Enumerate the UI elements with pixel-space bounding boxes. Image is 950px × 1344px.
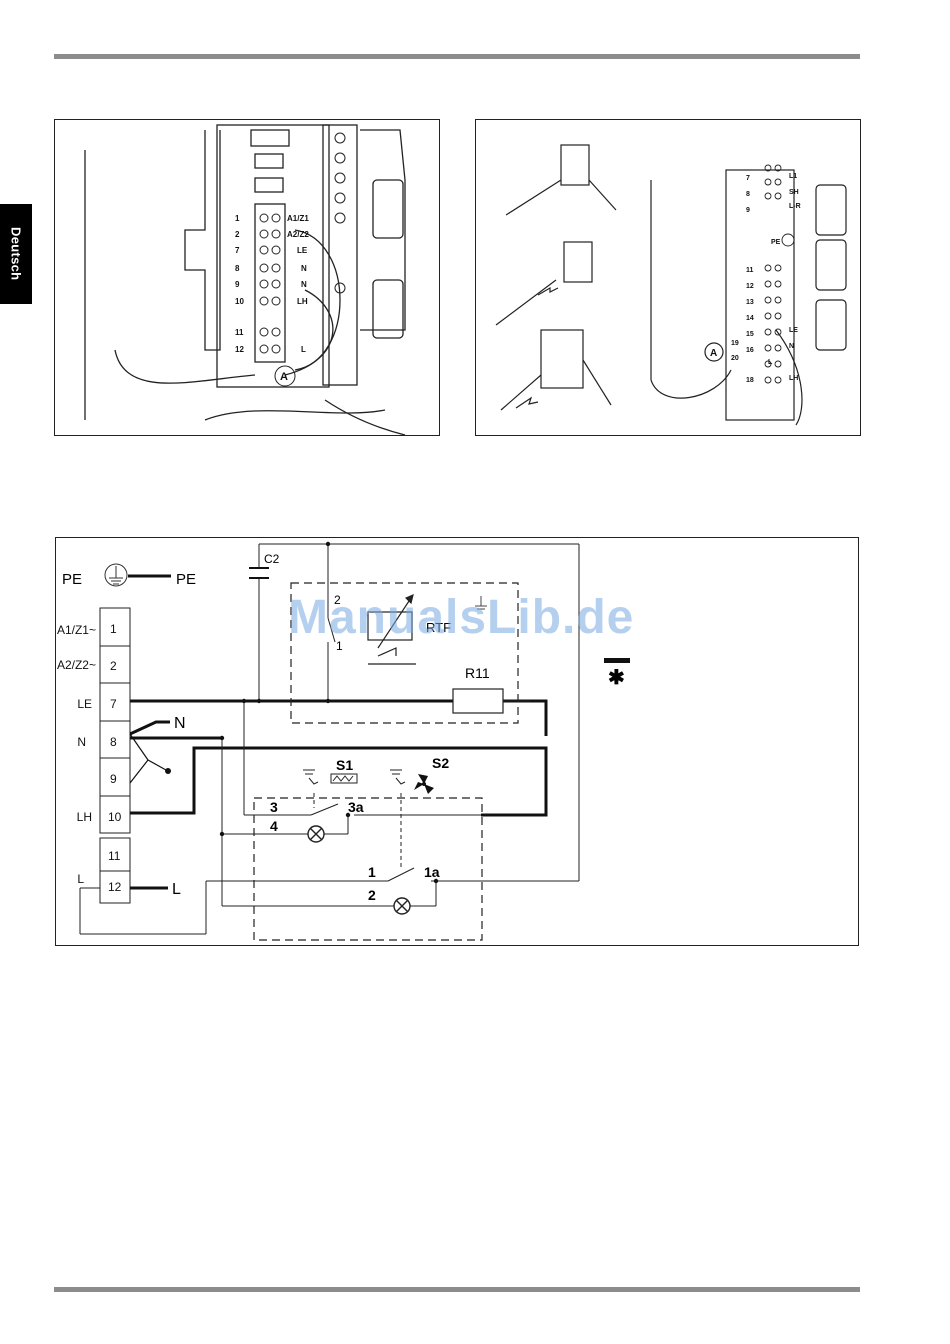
fig-right-row-20: 20 <box>731 355 739 362</box>
neutral-feed-label: N <box>174 715 186 732</box>
fig-right-row-12: 12 <box>746 283 754 290</box>
fig-right-label-sh: SH <box>789 189 799 196</box>
small-ground-icon <box>475 596 487 609</box>
fig-right-label-pe: PE <box>771 239 781 246</box>
switch-pin-2: 2 <box>368 887 376 903</box>
wiring-schematic: PE PE 1 2 7 8 9 10 11 12 <box>55 537 859 946</box>
fig-right-row-19: 19 <box>731 340 739 347</box>
terminal-label-l: L <box>77 872 84 886</box>
switch-s1-label: S1 <box>336 757 353 773</box>
thermostat-pin-1: 1 <box>336 639 343 653</box>
indicator-lamp-icon <box>394 898 410 914</box>
fig-right-label-lr: L-R <box>789 203 801 210</box>
terminal-12: 12 <box>108 880 122 894</box>
terminal-9: 9 <box>110 772 117 786</box>
language-tab[interactable]: Deutsch <box>0 204 32 304</box>
terminal-label-a1z1: A1/Z1~ <box>57 623 96 637</box>
fig-left-label-n2: N <box>301 280 307 289</box>
terminal-block-drawing: 1 2 7 8 9 10 11 12 A1/Z1 A2/Z2 LE N N LH… <box>55 120 439 435</box>
fig-left-label-a1: A1/Z1 <box>287 214 309 223</box>
fig-right-row-8: 8 <box>746 191 750 198</box>
resistor-r11 <box>453 689 503 713</box>
switch-pin-3a: 3a <box>348 799 364 815</box>
fig-right-callout: A <box>710 348 717 359</box>
fig-left-row-11: 11 <box>235 328 244 337</box>
terminal-label-lh: LH <box>77 810 92 824</box>
fan-icon <box>414 774 434 794</box>
fig-right-row-14: 14 <box>746 315 754 322</box>
connector-insertion-drawing: 7 8 9 11 12 13 14 15 16 18 19 20 L1 SH L… <box>476 120 860 435</box>
top-rule <box>54 54 860 59</box>
line-feed-label: L <box>172 881 181 898</box>
fig-left-row-2: 2 <box>235 230 240 239</box>
fig-right-label-l: L <box>768 359 773 366</box>
fig-right-row-9: 9 <box>746 207 750 214</box>
fig-left-row-7: 7 <box>235 246 240 255</box>
fan-switch-icon <box>390 770 405 784</box>
figure-terminal-block-left: 1 2 7 8 9 10 11 12 A1/Z1 A2/Z2 LE N N LH… <box>54 119 440 436</box>
fig-left-label-l: L <box>301 345 306 354</box>
capacitor-c2-label: C2 <box>264 552 280 566</box>
terminal-label-le: LE <box>77 697 92 711</box>
terminal-8: 8 <box>110 735 117 749</box>
thermistor-icon <box>368 595 416 664</box>
fig-right-label-le: LE <box>789 327 798 334</box>
figure-terminal-block-right: 7 8 9 11 12 13 14 15 16 18 19 20 L1 SH L… <box>475 119 861 436</box>
fig-left-row-8: 8 <box>235 264 240 273</box>
language-tab-label: Deutsch <box>9 227 24 280</box>
legend-bar <box>604 658 630 663</box>
terminal-11: 11 <box>108 849 121 863</box>
switch-pin-1a: 1a <box>424 864 440 880</box>
fig-left-row-1: 1 <box>235 214 240 223</box>
capacitor-c2 <box>249 568 269 578</box>
fig-right-row-11: 11 <box>746 267 754 274</box>
fig-left-label-a2: A2/Z2 <box>287 230 309 239</box>
terminal-label-a2z2: A2/Z2~ <box>57 658 96 672</box>
bottom-rule <box>54 1287 860 1292</box>
thermostat-pin-2: 2 <box>334 593 341 607</box>
terminal-1: 1 <box>110 622 117 636</box>
fig-right-row-18: 18 <box>746 377 754 384</box>
switch-pin-3: 3 <box>270 799 278 815</box>
fig-right-row-16: 16 <box>746 347 754 354</box>
terminal-7: 7 <box>110 697 117 711</box>
indicator-lamp-icon <box>308 826 324 842</box>
ground-icon <box>105 564 127 586</box>
wiring-schematic-svg: PE PE 1 2 7 8 9 10 11 12 <box>56 538 858 945</box>
fig-left-label-n1: N <box>301 264 307 273</box>
fig-left-label-le: LE <box>297 246 308 255</box>
fig-right-row-7: 7 <box>746 175 750 182</box>
fig-right-row-15: 15 <box>746 331 754 338</box>
switch-pin-1: 1 <box>368 864 376 880</box>
fig-left-row-12: 12 <box>235 345 244 354</box>
resistor-r11-label: R11 <box>465 665 490 681</box>
fig-right-label-n: N <box>789 343 794 350</box>
thermostat-label: RTF <box>426 620 451 635</box>
switch-s2-label: S2 <box>432 755 449 771</box>
terminal-2: 2 <box>110 659 117 673</box>
fig-left-row-10: 10 <box>235 297 244 306</box>
fig-right-label-l1: L1 <box>789 173 797 180</box>
bridge-node <box>165 768 171 774</box>
terminal-label-n: N <box>77 735 86 749</box>
fig-left-row-9: 9 <box>235 280 240 289</box>
pe-label-right: PE <box>176 571 196 588</box>
pe-label-left: PE <box>62 571 82 588</box>
fig-right-label-lh: LH <box>789 375 798 382</box>
switch-pin-4: 4 <box>270 818 278 834</box>
fig-left-callout: A <box>280 371 288 383</box>
terminal-10: 10 <box>108 810 122 824</box>
fig-right-row-13: 13 <box>746 299 754 306</box>
fig-left-label-lh: LH <box>297 297 308 306</box>
legend-asterisk-icon: ✱ <box>608 667 625 689</box>
